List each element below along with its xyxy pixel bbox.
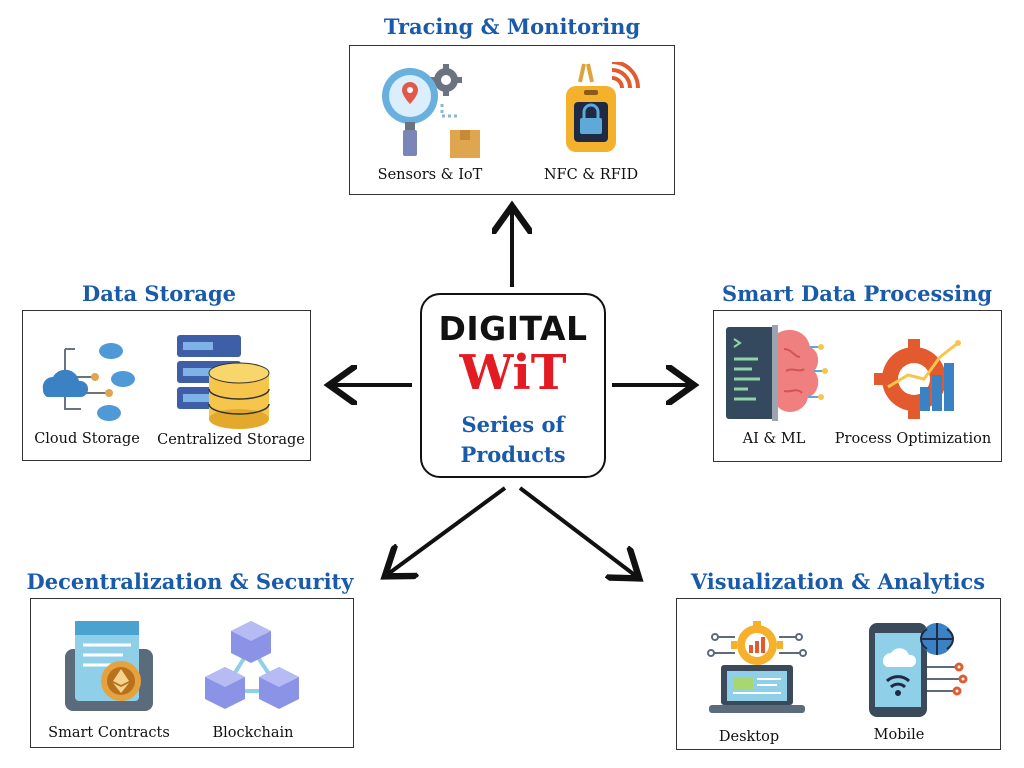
sensors-icon [382,64,480,158]
cloud-icon [42,343,135,421]
blockchain-caption: Blockchain [212,725,294,741]
sensors-caption: Sensors & IoT [377,167,483,183]
decentral-title: Decentralization & Security [26,569,354,594]
processing-box: AI & ML Process Optimization [713,310,1002,462]
arrow-down-left [388,486,507,574]
center-series-line2: Products [460,442,566,467]
contracts-icon [65,621,153,711]
desktop-caption: Desktop [718,729,780,745]
center-line-wit: WiT [459,345,567,401]
contracts-caption: Smart Contracts [48,725,170,741]
decentral-box: Smart Contracts Blockchain [30,598,354,748]
cloud-caption: Cloud Storage [34,431,140,447]
ai-icon [726,325,828,421]
desktop-icon [707,621,807,713]
arrow-down-right [518,486,636,576]
storage-title: Data Storage [81,281,237,306]
tracing-title: Tracing & Monitoring [383,14,641,39]
storage-box: Cloud Storage Centralized Storage [22,310,311,461]
mobile-caption: Mobile [873,727,925,743]
tracing-box: Sensors & IoT NFC & RFID [349,45,675,195]
processing-title: Smart Data Processing [721,281,993,306]
nfc-icon [566,62,640,152]
center-series-line1: Series of [461,412,565,437]
center-line-series: Series of Products [422,410,604,470]
centralized-icon [177,335,270,429]
visual-box: Desktop Mobile [676,598,1001,750]
nfc-caption: NFC & RFID [543,167,639,183]
optimization-caption: Process Optimization [834,431,992,447]
ai-caption: AI & ML [742,431,806,447]
optimization-icon [874,339,961,419]
center-product-box: DIGITAL WiT Series of Products [420,293,606,478]
visual-title: Visualization & Analytics [690,569,986,594]
center-line-digital: DIGITAL [438,309,588,348]
centralized-caption: Centralized Storage [157,432,305,448]
mobile-icon [869,623,968,717]
blockchain-icon [205,621,299,709]
